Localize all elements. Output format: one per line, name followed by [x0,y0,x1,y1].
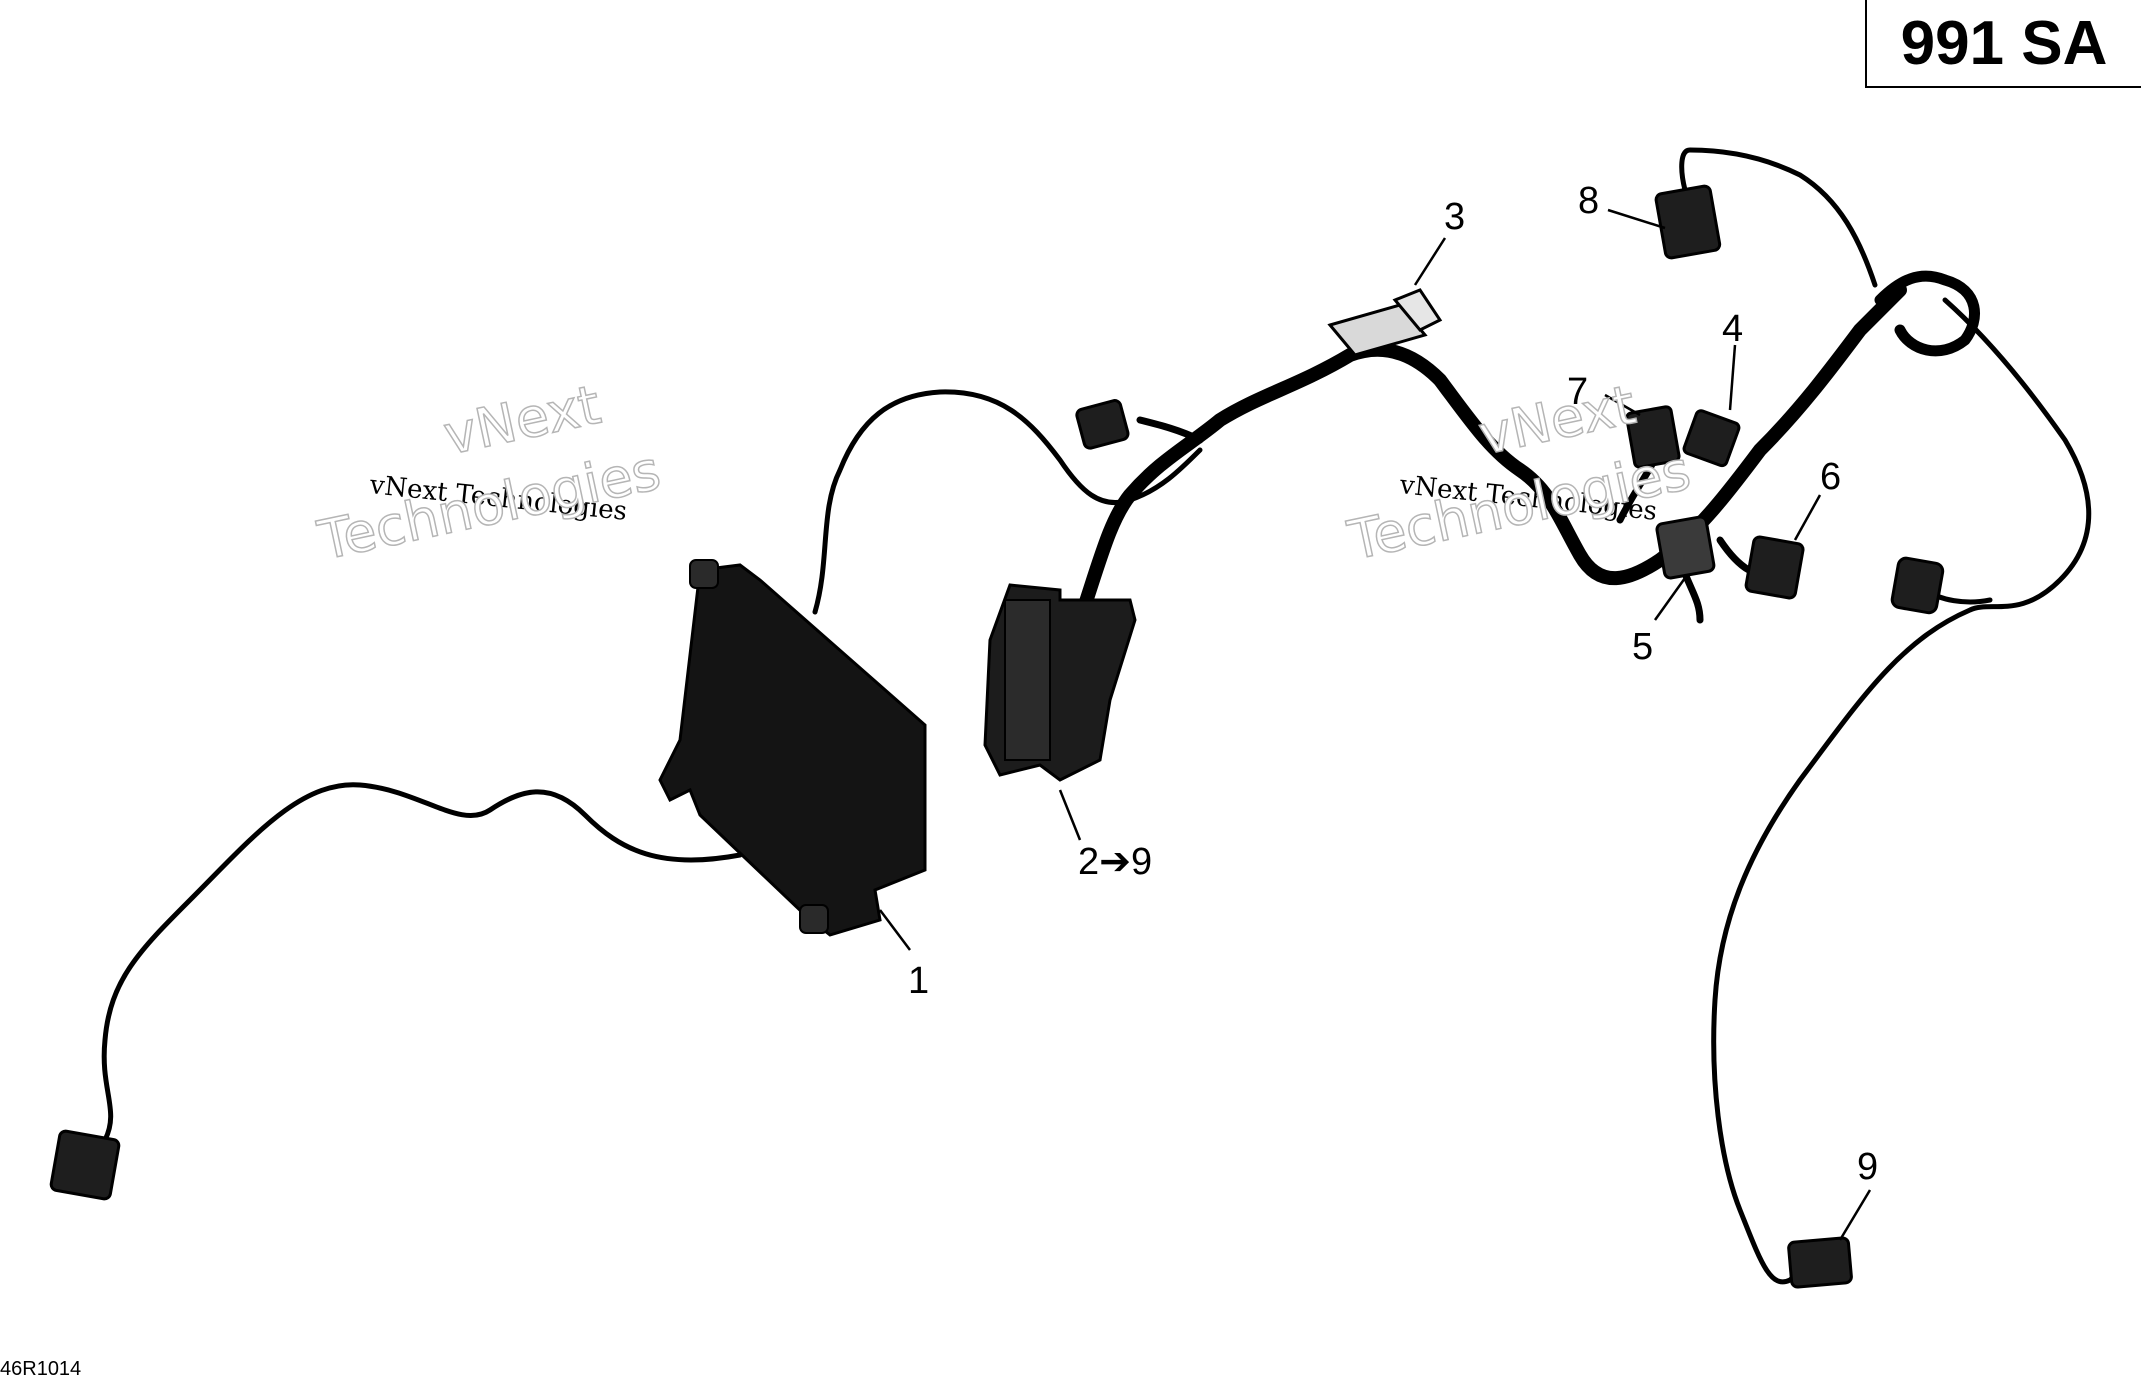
branch-wire-8 [1679,147,1878,288]
callout-5: 5 [1632,626,1654,668]
callout-3: 3 [1444,196,1466,238]
callout-8: 8 [1578,180,1600,222]
callout-6: 6 [1820,456,1842,498]
upper-loop-wire [1874,270,1980,357]
engine-model-tag: 991 SA [1865,0,2141,88]
connector-top-left-plug [1075,399,1130,450]
leader-line-9 [1838,1189,1872,1241]
connector-7 [1625,405,1681,469]
left-lead-wire [101,782,743,1143]
ecm-connector [983,583,1137,782]
branch-wire-mid-left [1136,416,1204,444]
callout-9: 9 [1857,1146,1879,1188]
ecm-module [658,559,927,937]
callout-2: 2➔9 [1078,841,1153,883]
main-trunk-wire [1073,283,1907,627]
ecm-upper-lead-wire [812,389,1203,615]
leader-line-5 [1653,577,1687,621]
callout-1: 1 [908,960,930,1002]
leader-line-4 [1728,344,1737,411]
connector-right-plug [1890,556,1945,615]
leader-line-6 [1793,494,1822,541]
figure-code: 46R1014 [0,1358,82,1380]
connector-4 [1682,409,1741,468]
leader-line-2 [1058,789,1082,841]
connector-9 [1787,1236,1853,1289]
leader-line-8 [1607,208,1666,230]
branch-wire-9 [1711,297,2092,1285]
connector-5 [1655,515,1716,580]
connector-8 [1654,184,1722,260]
leader-line-7 [1604,393,1641,417]
leader-line-1 [879,909,911,951]
leader-line-3 [1413,237,1447,286]
callout-7: 7 [1567,371,1589,413]
connector-bottom-left [49,1129,121,1201]
callout-4: 4 [1722,308,1744,350]
connector-6 [1744,535,1805,600]
connector-3 [1327,288,1443,357]
